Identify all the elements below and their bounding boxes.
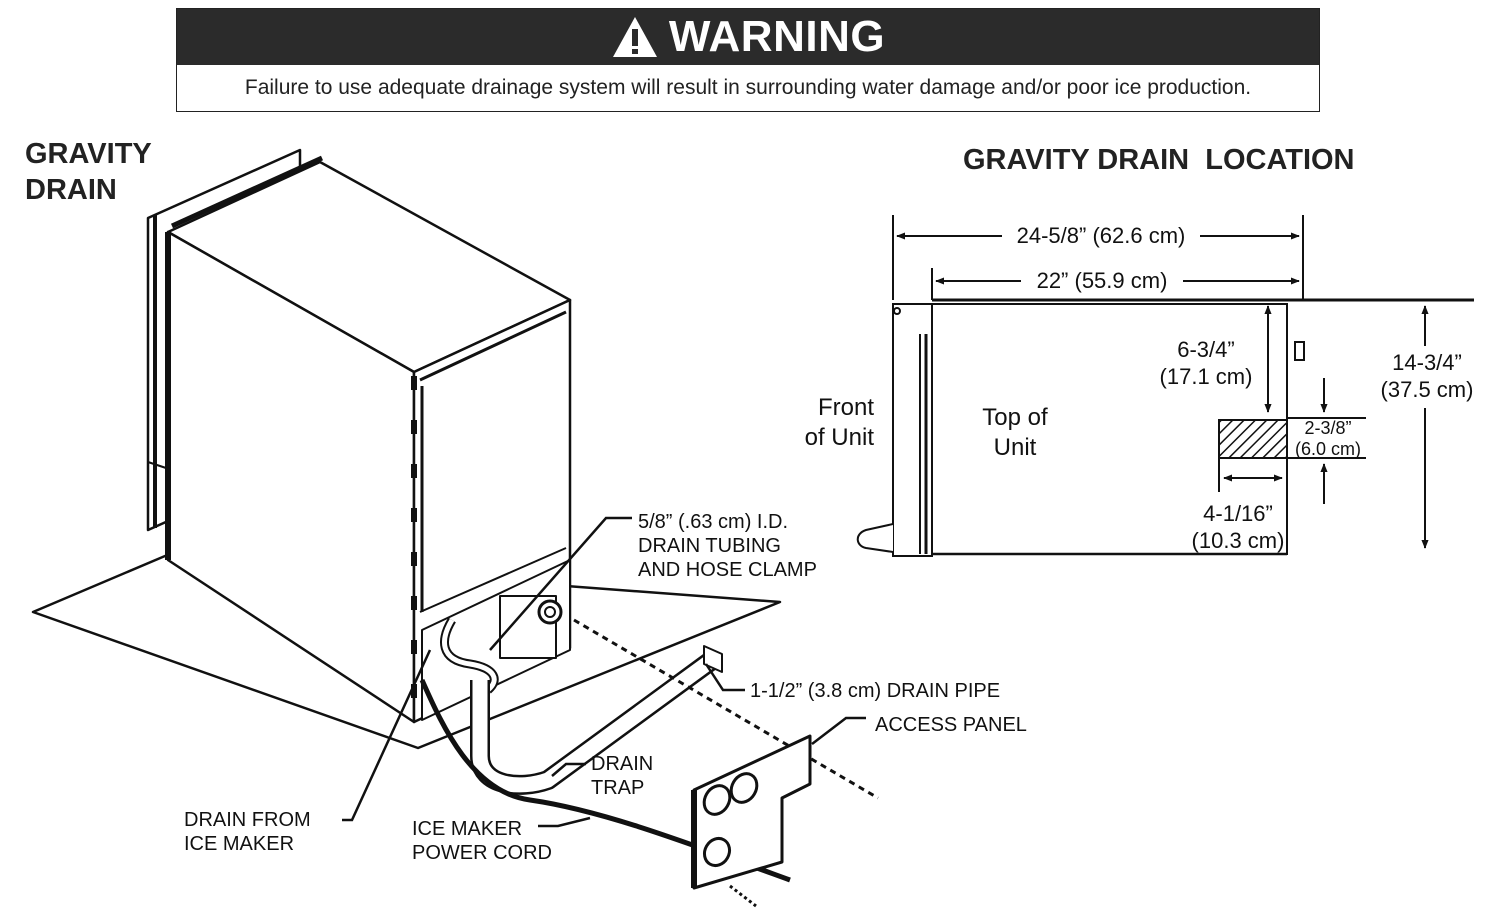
label-access-panel: ACCESS PANEL bbox=[875, 714, 1027, 736]
gravity-drain-heading: GRAVITY DRAIN bbox=[25, 136, 152, 208]
gravity-drain-illustration bbox=[31, 148, 879, 908]
dim-cabinet-depth: 22” (55.9 cm) bbox=[1037, 268, 1168, 293]
warning-message: Failure to use adequate drainage system … bbox=[244, 76, 1252, 99]
gravity-drain-labels: 5/8” (.63 cm) I.D. DRAIN TUBING AND HOSE… bbox=[184, 511, 1027, 864]
drain-area-hatch bbox=[1218, 419, 1288, 459]
drain-location-dimensions bbox=[896, 232, 1429, 549]
label-drain-trap-line2: TRAP bbox=[591, 777, 644, 799]
dim-drain-width-line2: (10.3 cm) bbox=[1192, 528, 1285, 553]
label-tubing-line1: 5/8” (.63 cm) I.D. bbox=[638, 511, 788, 533]
dim-total-height-line2: (37.5 cm) bbox=[1381, 377, 1474, 402]
warning-box: WARNING Failure to use adequate drainage… bbox=[176, 8, 1320, 112]
top-label-line2: Unit bbox=[994, 434, 1037, 461]
label-tubing-line2: DRAIN TUBING bbox=[638, 535, 781, 557]
label-power-cord-line1: ICE MAKER bbox=[412, 818, 522, 840]
dim-top-offset-line1: 6-3/4” bbox=[1177, 337, 1234, 362]
label-drain-from-line1: DRAIN FROM bbox=[184, 809, 311, 831]
dim-total-height-line1: 14-3/4” bbox=[1392, 350, 1462, 375]
warning-title: WARNING bbox=[668, 12, 886, 61]
drain-location-heading: GRAVITY DRAIN LOCATION bbox=[963, 144, 1355, 176]
rear-fitting-icon bbox=[1294, 341, 1305, 361]
drain-fitting-icon bbox=[537, 599, 563, 625]
dim-drain-height-line1: 2-3/8” bbox=[1304, 418, 1351, 438]
door-handle bbox=[856, 523, 894, 553]
label-drain-pipe: 1-1/2” (3.8 cm) DRAIN PIPE bbox=[750, 680, 1000, 702]
label-tubing-line3: AND HOSE CLAMP bbox=[638, 559, 817, 581]
dim-top-offset-line2: (17.1 cm) bbox=[1160, 364, 1253, 389]
label-power-cord-line2: POWER CORD bbox=[412, 842, 552, 864]
top-label-line1: Top of bbox=[982, 404, 1048, 431]
gravity-drain-heading-line2: DRAIN bbox=[25, 174, 117, 206]
unit-front-door bbox=[892, 303, 933, 557]
dim-drain-width-line1: 4-1/16” bbox=[1203, 501, 1273, 526]
drain-location-plan bbox=[856, 215, 1474, 557]
warning-header: WARNING bbox=[177, 9, 1319, 65]
gravity-drain-heading-line1: GRAVITY bbox=[25, 138, 152, 170]
front-label-line2: of Unit bbox=[805, 424, 875, 451]
label-drain-trap-line1: DRAIN bbox=[591, 753, 653, 775]
dim-overall-depth: 24-5/8” (62.6 cm) bbox=[1017, 223, 1186, 248]
label-drain-from-line2: ICE MAKER bbox=[184, 833, 294, 855]
warning-triangle-icon bbox=[612, 17, 657, 57]
drain-location-labels: 24-5/8” (62.6 cm) 22” (55.9 cm) 6-3/4” (… bbox=[805, 222, 1474, 553]
dim-drain-height-line2: (6.0 cm) bbox=[1295, 439, 1361, 459]
front-label-line1: Front bbox=[818, 394, 874, 421]
gravity-drain-leaders bbox=[342, 516, 866, 828]
